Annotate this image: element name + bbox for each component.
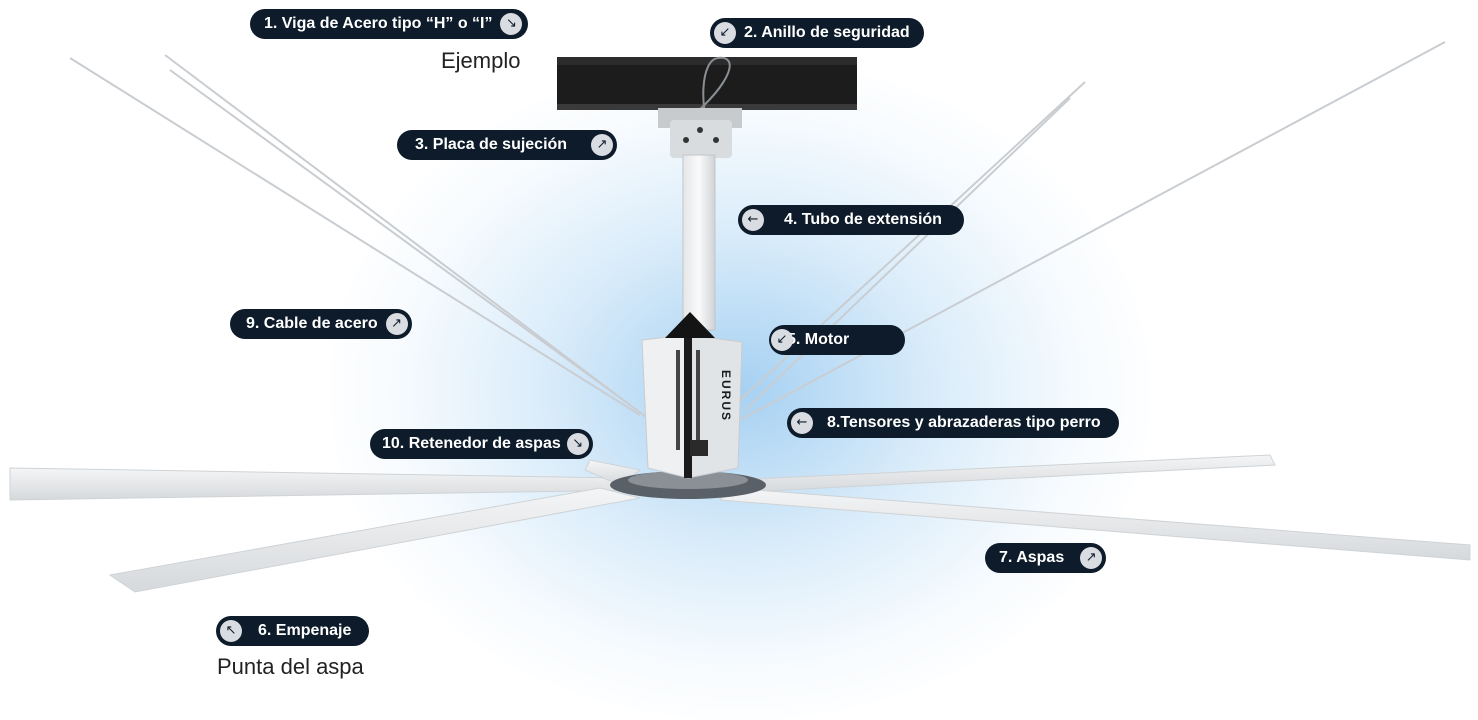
label-tensioners: ← 8.Tensores y abrazaderas tipo perro xyxy=(787,408,1119,438)
label-extension-tube-text: 4. Tubo de extensión xyxy=(784,211,942,228)
mounting-plate xyxy=(658,108,742,158)
blade-left-lower xyxy=(108,487,641,593)
fan-illustration: EURUS xyxy=(9,41,1471,593)
label-empennage: ↖ 6. Empenaje xyxy=(216,616,370,646)
blade-left xyxy=(9,467,642,501)
label-mounting-plate-text: 3. Placa de sujeción xyxy=(415,136,568,153)
arrow-down-right-icon: ↘ xyxy=(566,433,589,455)
cable-2 xyxy=(164,54,651,421)
safety-ring xyxy=(687,56,731,131)
cable-1 xyxy=(69,57,641,416)
label-extension-tube: ← 4. Tubo de extensión xyxy=(738,205,964,235)
label-empennage-text: 6. Empenaje xyxy=(258,622,352,639)
label-motor-text: 5. Motor xyxy=(787,331,850,348)
arrow-up-right-icon: ↗ xyxy=(1080,547,1103,569)
arrow-up-left-icon: ↖ xyxy=(220,620,242,642)
arrow-left-icon: ← xyxy=(791,412,813,434)
extension-tube xyxy=(682,154,716,331)
cable-6 xyxy=(744,97,1071,411)
arrow-left-icon: ← xyxy=(742,209,764,231)
label-mounting-plate: 3. Placa de sujeción ↗ xyxy=(397,130,618,160)
arrow-down-left-icon: ↙ xyxy=(771,329,793,351)
label-safety-ring-text: 2. Anillo de seguridad xyxy=(744,24,910,41)
label-steel-cable-text: 9. Cable de acero xyxy=(246,315,378,332)
motor-brand: EURUS xyxy=(719,370,733,422)
label-steel-beam: 1. Viga de Acero tipo “H” o “I” ↘ xyxy=(250,9,529,39)
blade-tip-caption: Punta del aspa xyxy=(217,654,364,679)
label-blade-retainer: 10. Retenedor de aspas ↘ xyxy=(370,429,593,459)
label-steel-beam-text: 1. Viga de Acero tipo “H” o “I” xyxy=(264,15,493,32)
label-blades-text: 7. Aspas xyxy=(999,549,1065,566)
fan-blades xyxy=(9,454,1471,593)
blade-right xyxy=(728,454,1276,493)
arrow-up-right-icon: ↗ xyxy=(591,134,614,156)
arrow-down-right-icon: ↘ xyxy=(500,13,523,35)
label-steel-cable: 9. Cable de acero ↗ xyxy=(230,309,412,339)
arrow-down-left-icon: ↙ xyxy=(714,22,736,44)
label-blade-retainer-text: 10. Retenedor de aspas xyxy=(382,435,561,452)
label-tensioners-text: 8.Tensores y abrazaderas tipo perro xyxy=(827,414,1101,431)
label-motor: ↙ 5. Motor xyxy=(769,325,905,355)
steel-beam xyxy=(557,57,857,110)
arrow-up-right-icon: ↗ xyxy=(385,313,408,335)
motor-housing xyxy=(641,312,743,479)
label-safety-ring: ↙ 2. Anillo de seguridad xyxy=(710,18,924,48)
cable-4 xyxy=(739,41,1446,421)
cable-3 xyxy=(169,69,631,406)
steel-cables xyxy=(69,41,1446,421)
label-blades: 7. Aspas ↗ xyxy=(985,543,1107,573)
example-caption: Ejemplo xyxy=(441,48,521,73)
